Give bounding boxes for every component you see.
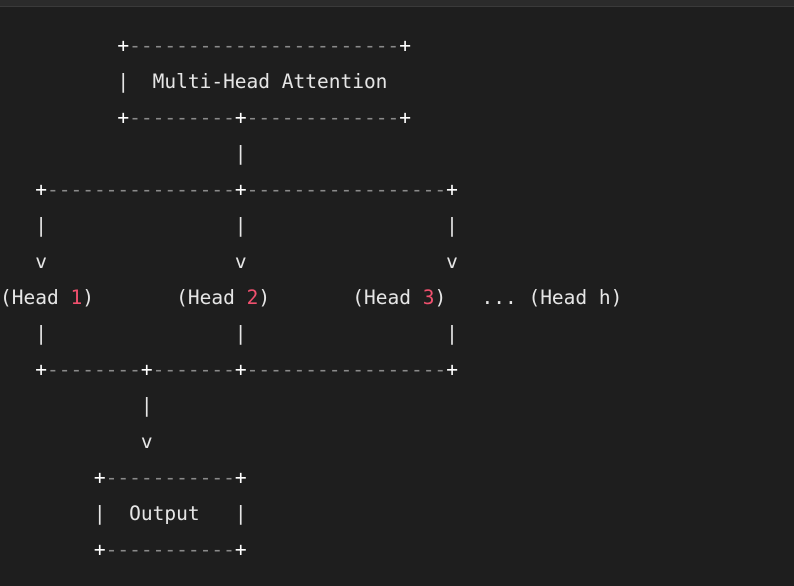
head-2: (Head 2) (176, 286, 271, 309)
head-1: (Head 1) (0, 286, 94, 309)
fan-out-arrows: v v v (0, 244, 622, 280)
fan-out-pipes: | | | (0, 214, 458, 237)
fan-in-pipes: | | | (0, 322, 458, 345)
title-box-label: Multi-Head Attention (152, 70, 388, 93)
output-box-bottom-border: +-----------+ (93, 538, 247, 561)
title-connector: | (0, 142, 247, 165)
fan-out-border: +----------------+-----------------+ (35, 178, 458, 201)
head-2-number: 2 (246, 286, 259, 309)
heads-row: (Head 1) (Head 2) (Head 3) ... (Head h) (0, 280, 622, 316)
title-box-row: | Multi-Head Attention (0, 70, 388, 93)
output-connector: | (0, 394, 153, 417)
head-h: (Head h) (528, 286, 623, 309)
arrow-head-2: v (234, 250, 247, 273)
arrow-output: v (140, 430, 153, 453)
fan-in-border: +--------+-------+-----------------+ (35, 358, 458, 381)
heads-ellipsis: ... (481, 286, 517, 309)
output-box-top-border: +-----------+ (93, 466, 247, 489)
output-arrow: v (0, 424, 622, 460)
window-top-edge (0, 0, 794, 7)
output-box-label: Output (129, 502, 200, 525)
head-3-number: 3 (422, 286, 435, 309)
title-box-top-border: +-----------------------+ (117, 34, 411, 57)
title-box-bottom-border: +---------+-------------+ (117, 106, 411, 129)
ascii-diagram: +-----------------------+ | Multi-Head A… (0, 28, 622, 568)
output-box-row: | Output | (0, 502, 247, 525)
head-3: (Head 3) (352, 286, 447, 309)
arrow-head-1: v (35, 250, 47, 273)
head-1-number: 1 (70, 286, 83, 309)
arrow-head-3: v (446, 250, 458, 273)
